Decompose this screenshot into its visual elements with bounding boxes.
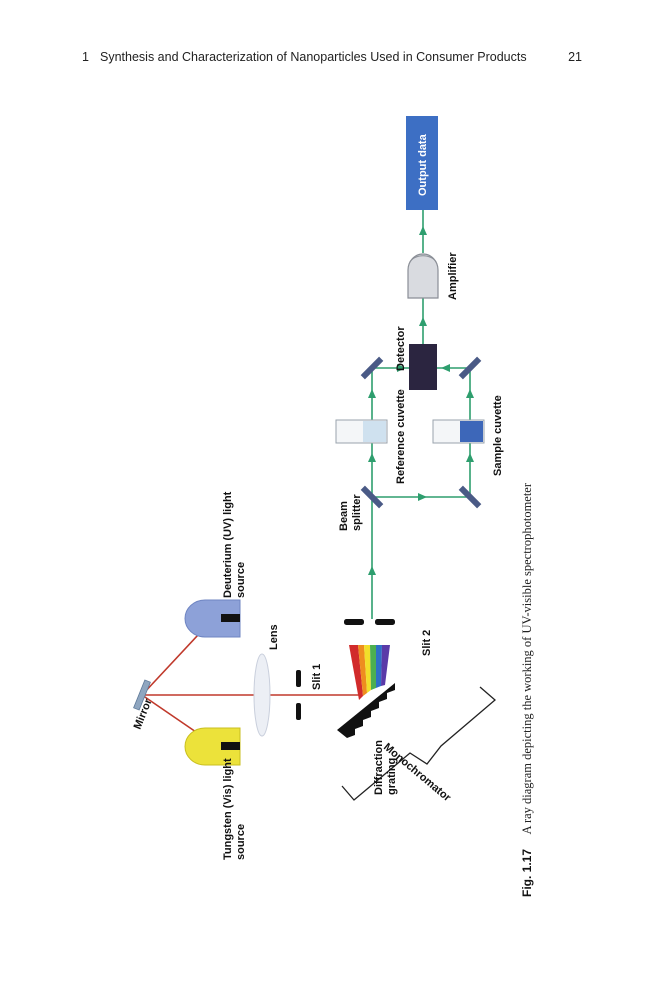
amplifier [407, 253, 439, 299]
page-number: 21 [568, 50, 582, 64]
arrow-up-4 [466, 453, 474, 462]
arrow-up-6 [419, 317, 427, 326]
chapter-title: Synthesis and Characterization of Nanopa… [100, 50, 527, 64]
arrowheads [368, 226, 474, 575]
reference-cuvette-liquid [363, 421, 386, 442]
slit-1 [296, 670, 301, 720]
sample-cuvette [432, 419, 485, 444]
reference-cuvette [335, 419, 388, 444]
reference-cuvette-label: Reference cuvette [395, 389, 407, 484]
running-header: 1 Synthesis and Characterization of Nano… [82, 50, 582, 70]
spectrum [349, 645, 390, 700]
tungsten-lamp [184, 727, 241, 766]
beam-splitter [360, 485, 384, 509]
deuterium-source [184, 599, 241, 638]
spectrum-band-green [370, 645, 376, 690]
slit-2-lower [375, 619, 395, 625]
figure-caption: Fig. 1.17 A ray diagram depicting the wo… [518, 482, 535, 897]
grating-saw [337, 683, 395, 738]
slit-1-upper [296, 670, 301, 687]
deuterium-lamp [184, 599, 241, 638]
caption-text-line: Fig. 1.17 A ray diagram depicting the wo… [518, 482, 535, 897]
tungsten-source [184, 727, 241, 766]
tungsten-label-line2: source [235, 824, 247, 860]
sample-mirror-upper [458, 356, 482, 380]
sample-cuvette-label: Sample cuvette [492, 395, 504, 476]
beam-splitter-label-line1: Beam [338, 501, 350, 531]
arrow-up-3 [368, 389, 376, 398]
slit-2-upper [344, 619, 364, 625]
lens [253, 653, 271, 737]
sample-cuvette-liquid [460, 421, 483, 442]
light-rays [141, 619, 360, 746]
amplifier-label: Amplifier [447, 252, 459, 300]
spectrum-band-orange [358, 645, 367, 696]
mirror-label: Mirror [132, 696, 155, 731]
sample-mirror-lower [458, 485, 482, 509]
monochromator-brace [341, 686, 496, 801]
diffraction-grating [337, 683, 395, 738]
deuterium-filament [221, 614, 240, 622]
spectrum-band-yellow [364, 645, 371, 693]
spectrum-band-violet [381, 645, 390, 686]
amplifier-inner-curve [409, 255, 437, 263]
spectrum-band-red [349, 645, 363, 700]
arrow-right-2 [397, 364, 406, 372]
grating-label-line2: grating [386, 758, 398, 795]
slit-2 [344, 619, 395, 625]
slit-1-label: Slit 1 [311, 664, 323, 690]
beam-splitter-label-line2: splitter [351, 494, 363, 531]
caption-label: Fig. 1.17 [520, 849, 534, 897]
spectrum-band-blue [376, 645, 382, 688]
tungsten-filament [221, 742, 240, 750]
chapter-number: 1 [82, 50, 89, 64]
arrow-up-1 [368, 566, 376, 575]
output-data-box [406, 116, 438, 210]
lens-label: Lens [268, 624, 280, 650]
output-data-label: Output data [417, 133, 429, 196]
arrow-up-7 [419, 226, 427, 235]
arrow-up-5 [466, 389, 474, 398]
arrow-up-2 [368, 453, 376, 462]
reference-mirror-upper [360, 356, 384, 380]
tungsten-label-line1: Tungsten (Vis) light [222, 758, 234, 860]
arrow-right-1 [418, 493, 427, 501]
detector-label: Detector [395, 326, 407, 371]
mirror [133, 679, 151, 711]
grating-label-line1: Diffraction [373, 740, 385, 795]
deuterium-label-line2: source [235, 562, 247, 598]
deuterium-label-line1: Deuterium (UV) light [222, 491, 234, 598]
arrow-left-1 [441, 364, 450, 372]
slit-2-label: Slit 2 [421, 630, 433, 656]
detector [409, 344, 437, 390]
slit-1-lower [296, 703, 301, 720]
caption-text: A ray diagram depicting the working of U… [520, 482, 534, 834]
